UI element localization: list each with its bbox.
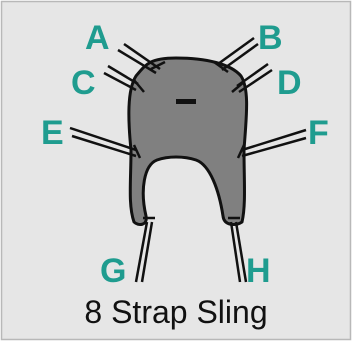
strap-label-f: F [308,116,329,150]
strap-label-d: D [277,66,302,100]
diagram-caption: 8 Strap Sling [0,296,352,328]
strap-label-c: C [71,66,96,100]
strap-label-b: B [258,21,283,55]
strap-label-g: G [100,254,126,288]
strap-label-a: A [85,21,110,55]
strap-label-e: E [41,116,64,150]
center-mark [176,99,196,104]
strap-label-h: H [246,254,271,288]
